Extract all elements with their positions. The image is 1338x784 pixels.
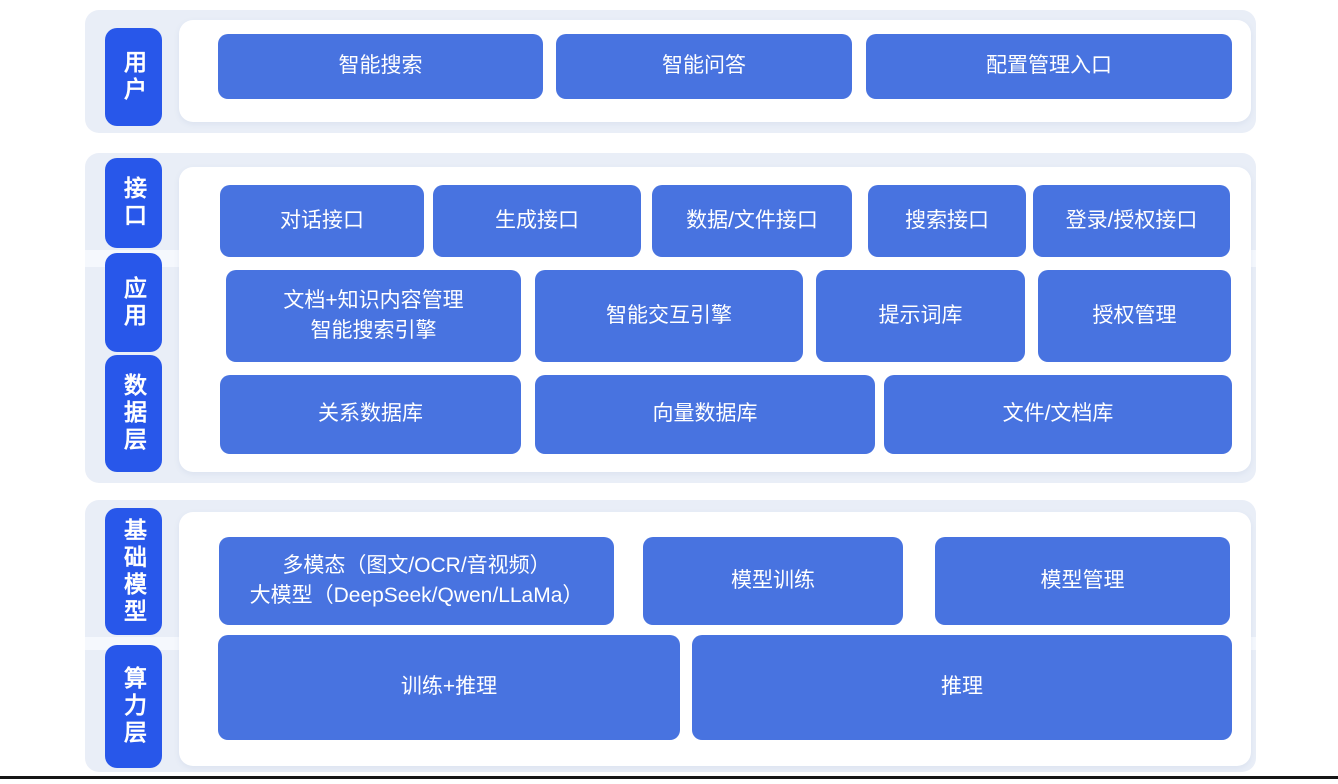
side-label-data-layer: 数据层 [105, 355, 162, 472]
box-login-auth-api: 登录/授权接口 [1033, 185, 1230, 257]
box-model-training: 模型训练 [643, 537, 903, 625]
band-user-layer: 用户 智能搜索 智能问答 配置管理入口 [85, 10, 1256, 133]
side-label-application: 应用 [105, 253, 162, 352]
box-generation-api: 生成接口 [433, 185, 641, 257]
box-multimodal-llm: 多模态（图文/OCR/音视频） 大模型（DeepSeek/Qwen/LLaMa） [219, 537, 614, 625]
box-data-file-api: 数据/文件接口 [652, 185, 852, 257]
side-label-compute-layer: 算力层 [105, 645, 162, 768]
box-file-doc-store: 文件/文档库 [884, 375, 1232, 454]
panel-user-layer: 智能搜索 智能问答 配置管理入口 [179, 20, 1251, 122]
box-prompt-library: 提示词库 [816, 270, 1025, 362]
panel-model-compute: 多模态（图文/OCR/音视频） 大模型（DeepSeek/Qwen/LLaMa）… [179, 512, 1251, 766]
box-vector-db: 向量数据库 [535, 375, 875, 454]
band-interface-app-data: 接口 应用 数据层 对话接口 生成接口 数据/文件接口 搜索接口 登录/授权接口… [85, 153, 1256, 483]
box-smart-interaction-engine: 智能交互引擎 [535, 270, 803, 362]
box-dialog-api: 对话接口 [220, 185, 424, 257]
box-doc-knowledge-search-engine: 文档+知识内容管理 智能搜索引擎 [226, 270, 521, 362]
side-label-interface: 接口 [105, 158, 162, 248]
box-config-management-entry: 配置管理入口 [866, 34, 1232, 99]
band-model-compute: 基础模型 算力层 多模态（图文/OCR/音视频） 大模型（DeepSeek/Qw… [85, 500, 1256, 772]
side-label-foundation-model: 基础模型 [105, 508, 162, 635]
box-inference: 推理 [692, 635, 1232, 740]
box-model-management: 模型管理 [935, 537, 1230, 625]
box-auth-management: 授权管理 [1038, 270, 1231, 362]
box-search-api: 搜索接口 [868, 185, 1026, 257]
side-label-user: 用户 [105, 28, 162, 126]
box-smart-search: 智能搜索 [218, 34, 543, 99]
box-smart-qa: 智能问答 [556, 34, 852, 99]
panel-interface-app-data: 对话接口 生成接口 数据/文件接口 搜索接口 登录/授权接口 文档+知识内容管理… [179, 167, 1251, 472]
box-relational-db: 关系数据库 [220, 375, 521, 454]
bottom-border-line [0, 776, 1338, 779]
box-training-inference: 训练+推理 [218, 635, 680, 740]
